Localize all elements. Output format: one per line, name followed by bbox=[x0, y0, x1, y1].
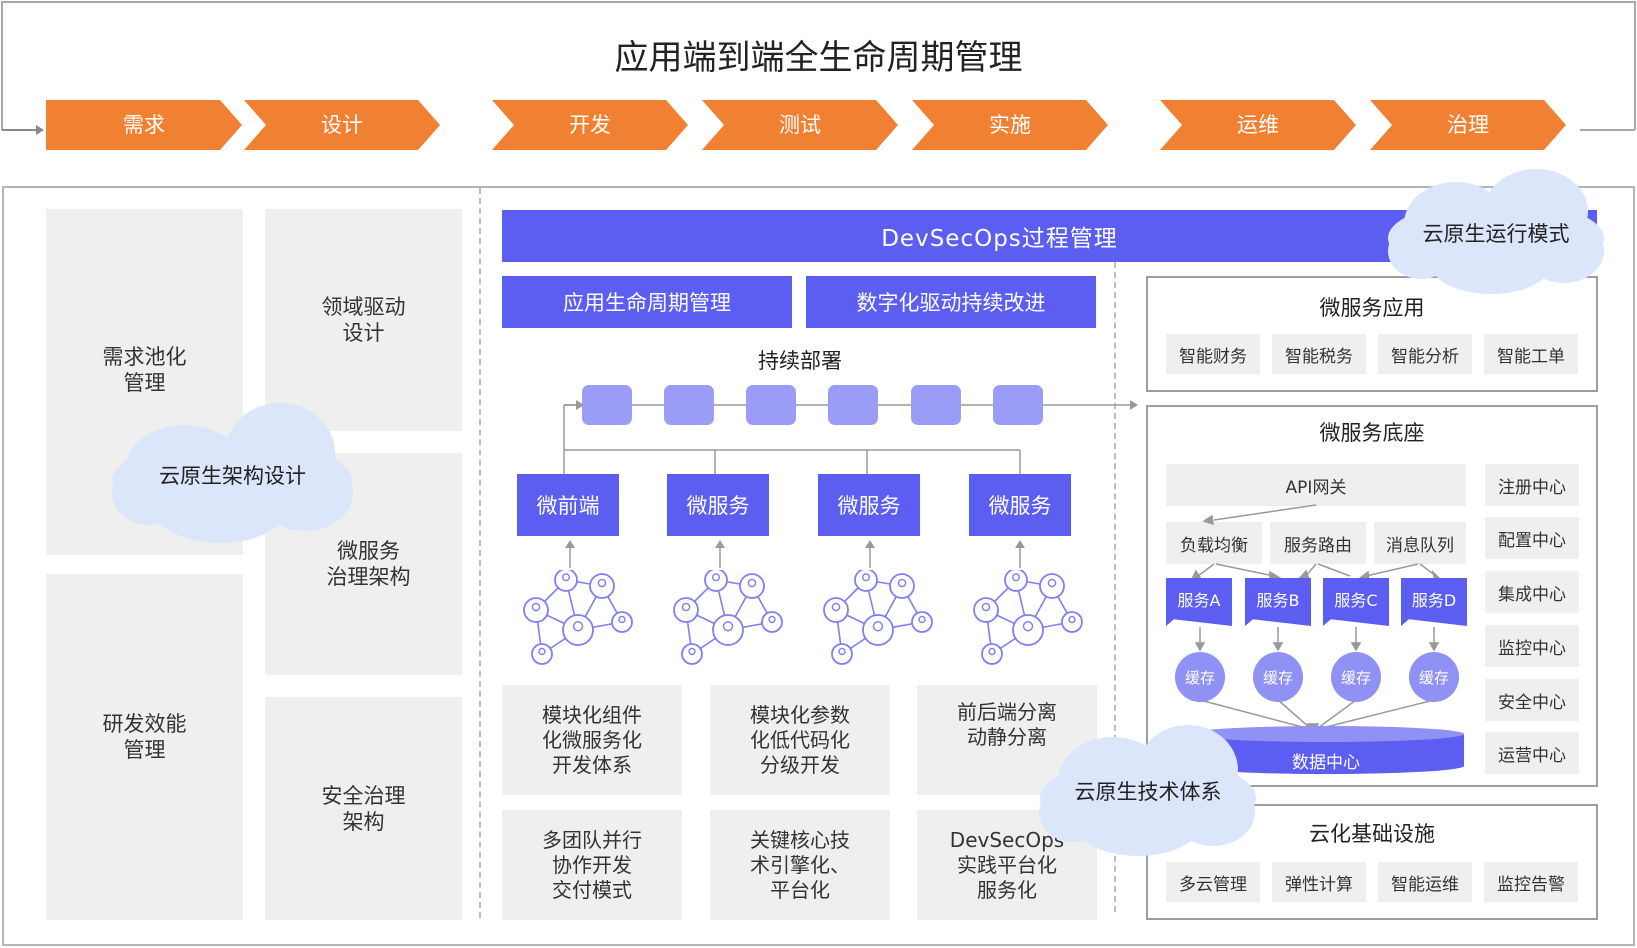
cd-node bbox=[911, 385, 961, 425]
top-frame bbox=[1, 1, 1636, 135]
network-icon bbox=[673, 570, 783, 665]
infra-item: 监控告警 bbox=[1484, 862, 1578, 902]
infra-title: 云化基础设施 bbox=[1309, 822, 1435, 846]
cd-node bbox=[993, 385, 1043, 425]
stage-label: 实施 bbox=[989, 113, 1031, 137]
infra-item: 弹性计算 bbox=[1272, 862, 1366, 902]
stage-label: 测试 bbox=[779, 113, 821, 137]
cache-node: 缓存 bbox=[1175, 652, 1225, 702]
up-arrow-icon bbox=[865, 540, 875, 568]
svc-micro-frontend: 微前端 bbox=[517, 474, 619, 536]
center-item: 集成中心 bbox=[1485, 571, 1579, 613]
datacenter-label: 数据中心 bbox=[1292, 753, 1360, 773]
service-a: 服务A bbox=[1166, 578, 1232, 626]
cloud-run-label: 云原生运行模式 bbox=[1422, 222, 1570, 246]
cloud-arch-label: 云原生架构设计 bbox=[159, 464, 306, 488]
stage-chevron bbox=[1370, 100, 1566, 150]
datacenter-cylinder bbox=[1188, 726, 1464, 774]
cloud-icon bbox=[1039, 725, 1256, 856]
stage-chevron bbox=[1160, 100, 1356, 150]
right-separator bbox=[1114, 262, 1116, 912]
stage-label: 设计 bbox=[321, 113, 363, 137]
ms-app-item: 智能财务 bbox=[1166, 334, 1260, 374]
up-arrow-icon bbox=[1015, 540, 1025, 568]
infra-item: 多云管理 bbox=[1166, 862, 1260, 902]
message-queue: 消息队列 bbox=[1374, 522, 1466, 564]
service-d: 服务D bbox=[1401, 578, 1467, 626]
cache-node: 缓存 bbox=[1253, 652, 1303, 702]
infra-item: 智能运维 bbox=[1378, 862, 1472, 902]
stage-chevron bbox=[46, 100, 242, 150]
network-icon bbox=[973, 570, 1083, 665]
alm-box: 应用生命周期管理 bbox=[502, 276, 792, 328]
cache-node: 缓存 bbox=[1409, 652, 1459, 702]
center-item: 监控中心 bbox=[1485, 625, 1579, 667]
center-item: 安全中心 bbox=[1485, 679, 1579, 721]
card-low-code: 模块化参数 化低代码化 分级开发 bbox=[710, 685, 890, 795]
center-item: 运营中心 bbox=[1485, 732, 1579, 774]
security-arch-box: 安全治理 架构 bbox=[265, 697, 462, 920]
main-frame bbox=[2, 186, 1635, 946]
card-core-engine: 关键核心技 术引擎化、 平台化 bbox=[710, 810, 890, 920]
network-icon bbox=[823, 570, 933, 665]
api-gateway: API网关 bbox=[1166, 464, 1466, 506]
ms-app-item: 智能分析 bbox=[1378, 334, 1472, 374]
up-arrow-icon bbox=[565, 540, 575, 568]
stage-chevrons bbox=[46, 100, 1566, 150]
card-modular-components: 模块化组件 化微服务化 开发体系 bbox=[502, 685, 682, 795]
cd-node bbox=[664, 385, 714, 425]
stage-chevron bbox=[912, 100, 1108, 150]
left-separator bbox=[479, 188, 481, 918]
ms-app-title: 微服务应用 bbox=[1319, 296, 1425, 320]
center-item: 注册中心 bbox=[1485, 464, 1579, 506]
stage-chevron bbox=[244, 100, 440, 150]
service-b: 服务B bbox=[1245, 578, 1311, 626]
digital-box: 数字化驱动持续改进 bbox=[806, 276, 1096, 328]
stage-label: 需求 bbox=[123, 113, 165, 137]
svc-microservice-3: 微服务 bbox=[969, 474, 1071, 536]
cloud-tech-label: 云原生技术体系 bbox=[1074, 780, 1222, 804]
network-icon bbox=[523, 570, 633, 665]
card-multi-team: 多团队并行 协作开发 交付模式 bbox=[502, 810, 682, 920]
center-item: 配置中心 bbox=[1485, 517, 1579, 559]
cd-node bbox=[828, 385, 878, 425]
service-c: 服务C bbox=[1323, 578, 1389, 626]
cache-node: 缓存 bbox=[1331, 652, 1381, 702]
cloud-arch-design: 云原生架构设计 bbox=[110, 398, 355, 548]
cloud-run-mode: 云原生运行模式 bbox=[1386, 166, 1606, 296]
stage-label: 治理 bbox=[1447, 113, 1489, 137]
cd-node bbox=[746, 385, 796, 425]
domain-design-box: 领域驱动 设计 bbox=[265, 209, 462, 431]
ms-app-item: 智能工单 bbox=[1484, 334, 1578, 374]
stage-chevron bbox=[702, 100, 898, 150]
page-title: 应用端到端全生命周期管理 bbox=[614, 38, 1023, 78]
cd-node bbox=[582, 385, 632, 425]
card-frontend-backend: 前后端分离 动静分离 bbox=[917, 685, 1097, 795]
load-balance: 负载均衡 bbox=[1166, 522, 1262, 564]
rd-efficiency-box: 研发效能 管理 bbox=[46, 574, 243, 920]
up-arrow-icon bbox=[715, 540, 725, 568]
stage-label: 开发 bbox=[569, 113, 611, 137]
ms-app-item: 智能税务 bbox=[1272, 334, 1366, 374]
stage-label: 运维 bbox=[1237, 113, 1279, 137]
svc-microservice-2: 微服务 bbox=[818, 474, 920, 536]
stage-chevron bbox=[492, 100, 688, 150]
cd-label: 持续部署 bbox=[758, 349, 842, 373]
svc-microservice-1: 微服务 bbox=[667, 474, 769, 536]
cloud-icon bbox=[1388, 169, 1604, 294]
ms-base-title: 微服务底座 bbox=[1319, 421, 1425, 445]
cloud-tech-system: 云原生技术体系 bbox=[1038, 720, 1258, 860]
cloud-icon bbox=[112, 403, 353, 543]
service-routing: 服务路由 bbox=[1270, 522, 1366, 564]
